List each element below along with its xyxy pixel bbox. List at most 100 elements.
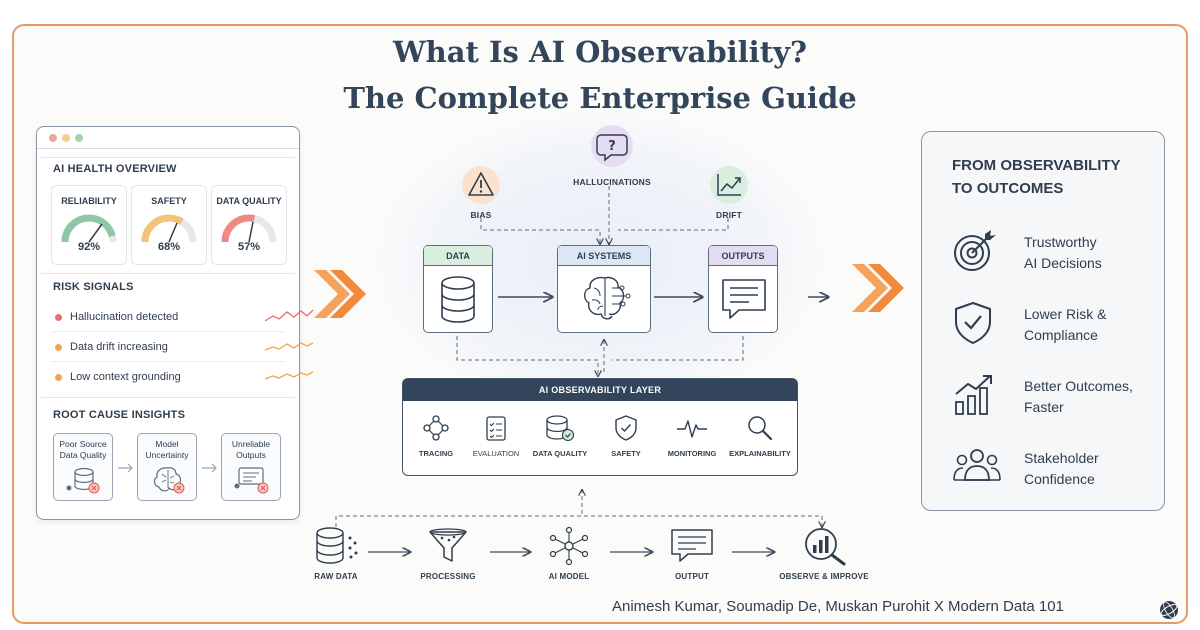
risk-signals-title: RISK SIGNALS (53, 281, 134, 293)
root-cause-label: Model Uncertainty (145, 439, 189, 460)
divider (41, 157, 295, 158)
brain-error-icon (153, 467, 185, 494)
brain-circuit-icon (583, 276, 631, 320)
layer-item-explainability: EXPLAINABILITY (725, 413, 795, 458)
network-icon (423, 415, 449, 441)
neural-network-icon (549, 526, 589, 566)
pipeline-label: AI MODEL (548, 572, 590, 581)
gauge-card-safety: SAFETY 68% (131, 185, 207, 265)
layer-item-monitoring: MONITORING (659, 413, 725, 458)
divider (51, 331, 285, 332)
window-close-dot (49, 134, 57, 142)
magnifier-chart-icon (805, 528, 846, 566)
layer-item-label: EXPLAINABILITY (729, 449, 791, 458)
page-subtitle: The Complete Enterprise Guide (343, 81, 857, 115)
database-icon (316, 527, 358, 564)
sparkline-icon (264, 342, 314, 351)
layer-item-label: MONITORING (667, 449, 717, 458)
pipeline-processing: PROCESSING (406, 526, 490, 581)
layer-item-label: SAFETY (611, 449, 641, 458)
outcome-label: Lower Risk &Compliance (1024, 306, 1107, 343)
shield-check-icon (615, 415, 637, 441)
outputs-box: OUTPUTS (708, 245, 778, 333)
layer-item-safety: SAFETY (593, 413, 659, 458)
root-cause-card-outputs: Unreliable Outputs (221, 433, 281, 501)
funnel-icon (429, 528, 467, 562)
layer-item-label: DATA QUALITY (532, 449, 588, 458)
risk-label: Hallucination detected (70, 311, 179, 323)
risk-item-low-grounding: Low context grounding (55, 371, 181, 383)
author-credit: Animesh Kumar, Soumadip De, Muskan Puroh… (612, 598, 1064, 615)
hazard-drift: DRIFT (700, 165, 758, 220)
page-title: What Is AI Observability? (393, 35, 807, 69)
ai-health-dashboard: AI HEALTH OVERVIEW RELIABILITY 92% SAFET… (36, 126, 314, 520)
chat-document-icon (722, 279, 766, 319)
database-error-icon (66, 467, 100, 494)
document-error-icon (234, 467, 269, 494)
risk-label: Low context grounding (70, 371, 181, 383)
outputs-header: OUTPUTS (709, 246, 777, 266)
pipeline-label: OUTPUT (674, 572, 710, 581)
trend-chart-icon (710, 166, 748, 204)
layer-item-evaluation: EVALUATION (463, 413, 529, 458)
ai-systems-header: AI SYSTEMS (558, 246, 650, 266)
globe-logo-icon (1160, 601, 1178, 619)
layer-title: AI OBSERVABILITY LAYER (403, 379, 797, 401)
window-maximize-dot (75, 134, 83, 142)
divider (41, 397, 295, 398)
root-cause-label: Unreliable Outputs (231, 439, 271, 460)
layer-item-data-quality: DATA QUALITY (527, 413, 593, 458)
outcomes-title-line2: TO OUTCOMES (952, 180, 1064, 197)
clipboard-check-icon (486, 416, 506, 441)
gauge-label: SAFETY (151, 196, 187, 206)
chevron-right-icon (852, 264, 904, 312)
root-cause-label: Poor Source Data Quality (59, 439, 107, 460)
divider (41, 273, 295, 274)
pipeline-label: PROCESSING (420, 572, 476, 581)
gauge-icon (61, 214, 117, 243)
magnifier-icon (748, 416, 773, 441)
outcomes-title-line1: FROM OBSERVABILITY (952, 157, 1121, 174)
hazard-label: HALLUCINATIONS (573, 177, 651, 187)
layer-item-label: EVALUATION (472, 449, 520, 458)
hazard-label: DRIFT (715, 210, 743, 220)
people-group-icon (953, 449, 1001, 481)
hazard-bias: BIAS (452, 165, 510, 220)
risk-label: Data drift increasing (70, 341, 168, 353)
observability-layer: AI OBSERVABILITY LAYER TRACING EVALUATIO… (402, 378, 798, 476)
risk-item-data-drift: Data drift increasing (55, 341, 168, 353)
pipeline-ai-model: AI MODEL (527, 526, 611, 581)
health-overview-title: AI HEALTH OVERVIEW (53, 163, 177, 175)
pipeline-raw-data: RAW DATA (294, 526, 378, 581)
pulse-icon (677, 420, 707, 438)
pipeline-label: RAW DATA (314, 572, 358, 581)
arrow-right-icon (118, 463, 133, 473)
window-titlebar (37, 127, 299, 149)
chevron-right-icon (314, 270, 366, 318)
divider (51, 361, 285, 362)
gauge-value: 92% (77, 241, 101, 253)
data-box: DATA (423, 245, 493, 333)
root-cause-title: ROOT CAUSE INSIGHTS (53, 409, 186, 421)
root-cause-card-data: Poor Source Data Quality (53, 433, 113, 501)
risk-dot-icon (55, 313, 62, 321)
gauge-card-data-quality: DATA QUALITY 57% (211, 185, 287, 265)
gauge-icon (141, 214, 197, 243)
database-icon (441, 276, 475, 323)
shield-check-icon (955, 302, 991, 344)
warning-icon (462, 166, 500, 204)
chat-document-icon (671, 529, 713, 562)
ai-systems-box: AI SYSTEMS (557, 245, 651, 333)
layer-item-tracing: TRACING (403, 413, 469, 458)
risk-dot-icon (55, 343, 62, 351)
pipeline-label: OBSERVE & IMPROVE (779, 572, 869, 581)
arrow-right-icon (202, 463, 217, 473)
window-minimize-dot (62, 134, 70, 142)
hazard-label: BIAS (470, 210, 492, 220)
root-cause-card-model: Model Uncertainty (137, 433, 197, 501)
target-icon (954, 230, 996, 271)
gauge-value: 68% (157, 241, 181, 253)
outcome-label: Better Outcomes,Faster (1024, 378, 1133, 415)
svg-text:?: ? (608, 139, 616, 154)
